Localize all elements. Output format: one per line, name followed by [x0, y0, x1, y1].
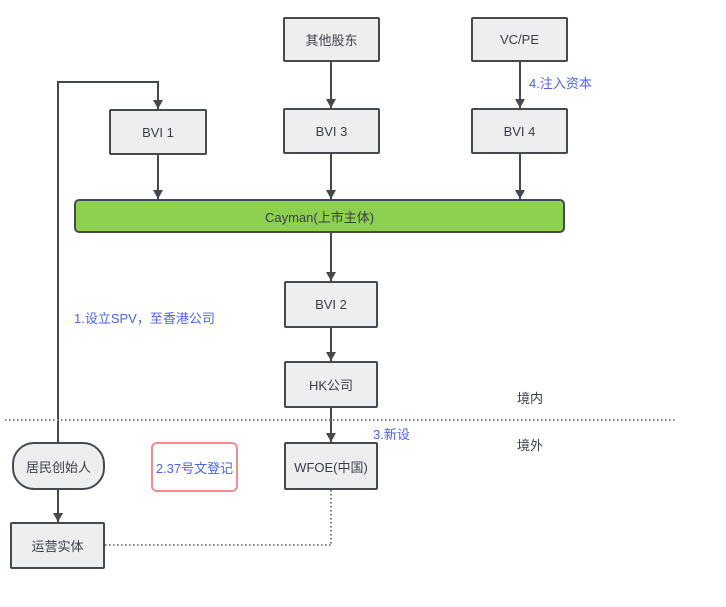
annotation-new-setup: 3.新设 [373, 427, 410, 442]
edge-founder-to-bvi1-horizontal [57, 81, 159, 83]
onshore-offshore-divider [5, 419, 676, 421]
annotation-inject-capital: 4.注入资本 [529, 76, 592, 91]
edge-bvi3-to-cayman [326, 154, 336, 199]
label-onshore: 境内 [517, 391, 544, 406]
node-hk-company: HK公司 [284, 361, 378, 408]
node-wfoe-china: WFOE(中国) [284, 442, 378, 490]
edge-wfoe-to-operating-horizontal [105, 544, 331, 546]
node-cayman-listing-entity: Cayman(上市主体) [74, 199, 565, 233]
edge-vcpe-to-bvi4 [515, 62, 525, 108]
node-bvi1: BVI 1 [109, 109, 207, 155]
edge-cayman-to-bvi2 [326, 233, 336, 281]
node-operating-entity: 运营实体 [10, 522, 105, 569]
node-resident-founder: 居民创始人 [12, 442, 105, 490]
edge-founder-to-bvi1-arrow [153, 81, 163, 109]
annotation-setup-spv: 1.设立SPV，至香港公司 [74, 311, 215, 326]
node-vcpe: VC/PE [471, 17, 568, 62]
edge-founder-to-bvi1-vertical [57, 81, 59, 442]
node-other-shareholders: 其他股东 [283, 17, 380, 62]
edge-bvi1-to-cayman [153, 155, 163, 199]
node-bvi4: BVI 4 [471, 108, 568, 154]
edge-bvi2-to-hk [326, 328, 336, 361]
edge-hk-to-wfoe [326, 408, 336, 442]
node-bvi3: BVI 3 [283, 108, 380, 154]
edge-wfoe-to-operating-vertical [330, 490, 332, 546]
label-offshore: 境外 [517, 438, 544, 453]
edge-othershareholders-to-bvi3 [326, 62, 336, 108]
edge-bvi4-to-cayman [515, 154, 525, 199]
node-circular37-registration: 2.37号文登记 [151, 442, 238, 492]
node-bvi2: BVI 2 [284, 281, 378, 328]
edge-founder-to-operating [53, 490, 63, 522]
